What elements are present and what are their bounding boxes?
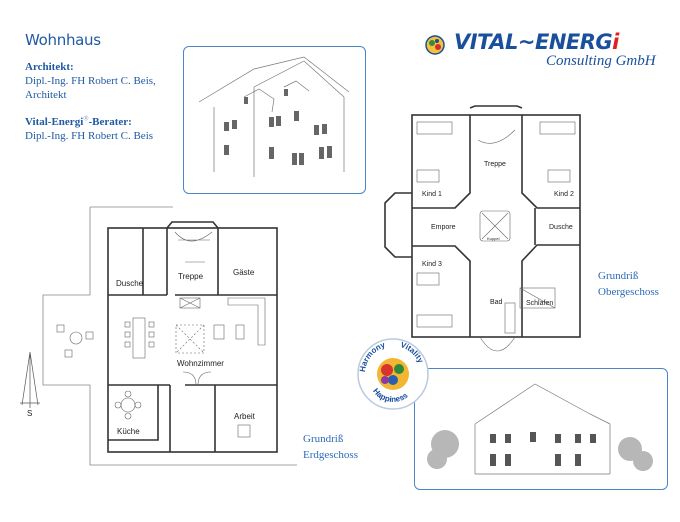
harmony-vitality-happiness-badge: Harmony Vitality Happiness [357, 338, 429, 410]
caption-line2: Obergeschoss [598, 286, 659, 298]
ground-floor-caption: Grundriß Erdgeschoss [303, 431, 358, 463]
advisor-label-suffix: -Berater: [88, 115, 132, 128]
room-label-dusche-og: Dusche [549, 224, 573, 231]
room-label-kueche: Küche [117, 427, 140, 436]
page-title: Wohnhaus [25, 31, 101, 49]
caption-line1: Grundriß [598, 270, 639, 282]
room-label-kuppel: Kuppel [487, 236, 500, 241]
logo-main-text: VITAL~ENERG [454, 30, 613, 54]
caption-line1: Grundriß [303, 433, 344, 445]
globe-icon [425, 35, 445, 55]
logo-wordmark: VITAL~ENERGi [454, 30, 619, 54]
logo-accent: i [612, 30, 619, 54]
room-label-kind1: Kind 1 [422, 191, 442, 198]
architect-name: Dipl.-Ing. FH Robert C. Beis, [25, 75, 156, 87]
room-label-dusche: Dusche [116, 279, 144, 288]
house-sketch-bottom [414, 368, 668, 490]
room-label-treppe-og: Treppe [484, 161, 506, 168]
architect-label: Architekt: [25, 61, 74, 73]
room-label-gaeste: Gäste [233, 268, 255, 277]
room-label-treppe: Treppe [178, 272, 204, 281]
logo-subtitle: Consulting GmbH [546, 53, 656, 69]
ground-floor-plan: Dusche Treppe Gäste Wohnzimmer Küche Arb… [20, 206, 297, 466]
house-front-elevation-drawing [427, 383, 653, 475]
room-label-schlafen: Schlafen [526, 300, 553, 307]
room-label-wohnzimmer: Wohnzimmer [177, 359, 224, 368]
advisor-name: Dipl.-Ing. FH Robert C. Beis [25, 129, 154, 142]
advisor-label-prefix: Vital-Energi [25, 115, 84, 128]
house-elevation-drawing [198, 56, 350, 177]
house-sketch-top [183, 46, 366, 194]
registered-mark: ® [83, 114, 89, 122]
room-label-arbeit: Arbeit [234, 412, 256, 421]
architect-title: Architekt [25, 89, 67, 101]
compass-south-label: S [27, 409, 32, 418]
room-label-empore: Empore [431, 224, 456, 231]
company-logo: VITAL~ENERGi Consulting GmbH [422, 28, 672, 74]
room-label-kind3: Kind 3 [422, 261, 442, 268]
advisor-label: Vital-Energi®-Berater: [25, 114, 132, 128]
upper-floor-plan: Kind 1 Treppe Kind 2 Empore Kuppel Dusch… [384, 105, 581, 352]
advisor-block: Vital-Energi®-Berater: Dipl.-Ing. FH Rob… [25, 111, 153, 143]
caption-line2: Erdgeschoss [303, 449, 358, 461]
room-label-bad: Bad [490, 299, 503, 306]
room-label-kind2: Kind 2 [554, 191, 574, 198]
upper-floor-caption: Grundriß Obergeschoss [598, 268, 659, 300]
architect-block: Architekt: Dipl.-Ing. FH Robert C. Beis,… [25, 60, 156, 102]
